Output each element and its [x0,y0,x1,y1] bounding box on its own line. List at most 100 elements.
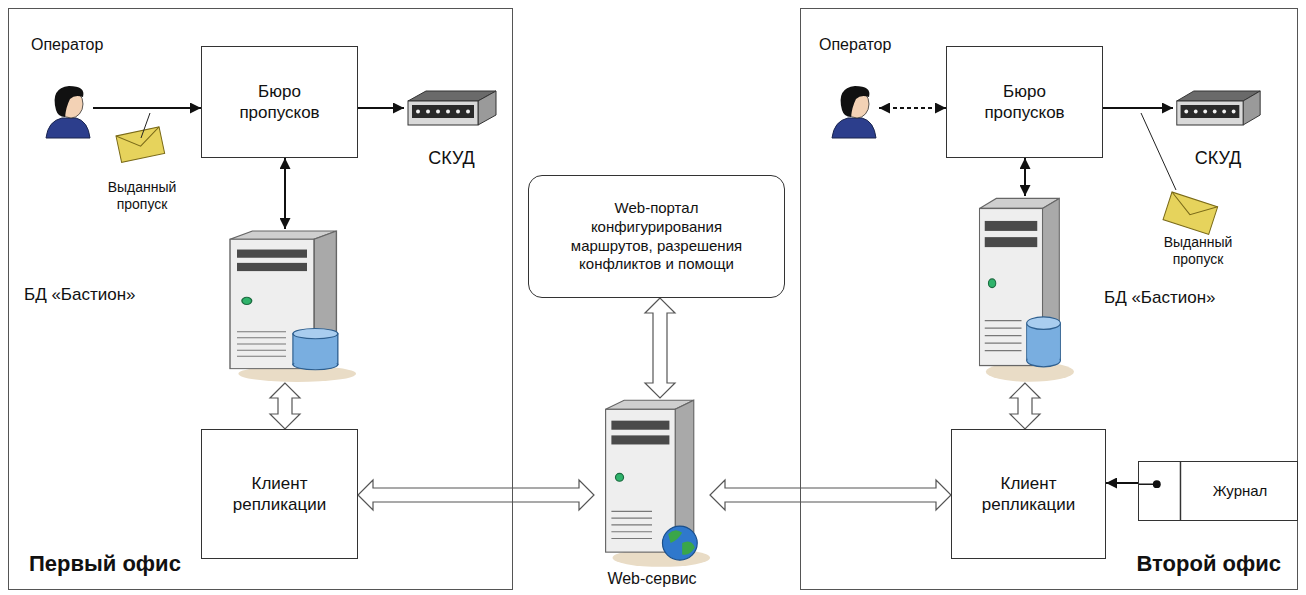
text-holder: Оператор [31,36,151,54]
server-svg [969,196,1074,383]
server-bay [985,237,1038,247]
server-svg [594,398,710,568]
text-holder: Второй офис [1031,552,1281,576]
server-vent [237,331,286,332]
person-svg [41,83,93,138]
envelope-flap [1167,192,1218,222]
node-label: СКУД [399,149,504,169]
journal-dot [1153,480,1161,488]
database-server: БД «Бастион» [216,229,356,383]
server-vent [237,337,286,338]
device-port [426,110,430,114]
process-box: Клиент репликации [951,429,1106,559]
device-port [466,110,470,114]
text-holder: Web-сервис [562,570,742,588]
device-svg [1173,89,1263,129]
arrow-line [879,107,946,109]
server-svg [216,229,356,383]
server-vent [611,518,652,519]
text-holder: СКУД [399,149,504,169]
device-port [1184,110,1188,114]
block-arrow [645,298,675,398]
server-vent [985,342,1022,343]
arrow-line [1106,482,1138,484]
box-text: Клиент репликации [969,473,1089,516]
globe-land [682,542,695,555]
portal-box: Web-портал конфигурирования маршрутов, р… [528,175,785,298]
server-vent [237,356,286,357]
block-arrow [710,480,951,510]
server-bay [611,421,669,430]
database-server: БД «Бастион» [969,196,1074,383]
operator-hair [55,86,84,117]
device-svg [404,89,499,129]
office-panel: Первый офисОператорБюро пропусковСКУДБД … [8,8,513,590]
server-vent [985,335,1022,336]
process-box: Бюро пропусков [946,46,1103,158]
process-box: Бюро пропусков [201,46,358,158]
process-box: Клиент репликации [201,429,358,559]
server-vent [237,343,286,344]
device-panel [1181,105,1240,118]
office-panel: Второй офисОператорБюро пропусковСКУДБД … [800,8,1298,590]
operator-shirt [832,118,876,138]
device-port [1194,110,1198,114]
server-bay [611,435,669,444]
block-arrow [358,480,594,510]
block-arrow [1010,383,1040,429]
envelope-icon [116,127,165,163]
server-vent [985,320,1022,321]
device-side [1243,91,1260,125]
leader-line [141,113,150,138]
envelope-icon [1163,192,1218,234]
device-front [408,101,478,125]
server-vent [237,350,286,351]
arrow-line [358,107,404,109]
operator-icon: Оператор [827,83,879,138]
device-port [1222,110,1226,114]
operator-hair [841,86,870,117]
box-text: Бюро пропусков [220,81,340,124]
text-holder: Первый офис [29,552,289,576]
server-vent [611,538,652,539]
access-control-device: СКУД [1173,89,1263,129]
node-label: БД «Бастион» [1104,289,1279,308]
text-holder: БД «Бастион» [24,286,199,305]
server-led [615,473,623,481]
device-port [436,110,440,114]
node-label: Web-сервис [562,570,742,588]
journal-divider [1180,462,1181,520]
node-label: БД «Бастион» [24,286,199,305]
log-box: Журнал [1138,461,1298,521]
server-vent [611,531,652,532]
node-label: СКУД [1168,149,1268,169]
operator-icon: Оператор [41,83,93,138]
panel-heading: Первый офис [29,552,289,576]
operator-shirt [46,118,90,138]
box-text: Журнал [1213,482,1268,501]
text-holder: БД «Бастион» [1104,289,1279,308]
envelope-flap [116,127,162,151]
text-holder: Оператор [819,36,939,54]
envelope-body [116,127,165,163]
envelope-body [1163,192,1218,234]
server-vent [611,524,652,525]
arrow-line [284,158,286,229]
callout-label: Выданный пропуск [1140,234,1256,268]
web-server: Web-сервис [594,398,710,568]
text-holder: СКУД [1168,149,1268,169]
device-port [456,110,460,114]
device-port [1213,110,1217,114]
node-label: Оператор [31,36,151,54]
server-bay [237,263,307,271]
arrow-line [93,107,201,109]
server-led [988,279,995,288]
globe-land [668,530,682,543]
panel-heading: Второй офис [1031,552,1281,576]
server-vent [611,511,652,512]
box-text: Web-портал конфигурирования маршрутов, р… [557,199,757,274]
device-port [1232,110,1236,114]
device-port [416,110,420,114]
